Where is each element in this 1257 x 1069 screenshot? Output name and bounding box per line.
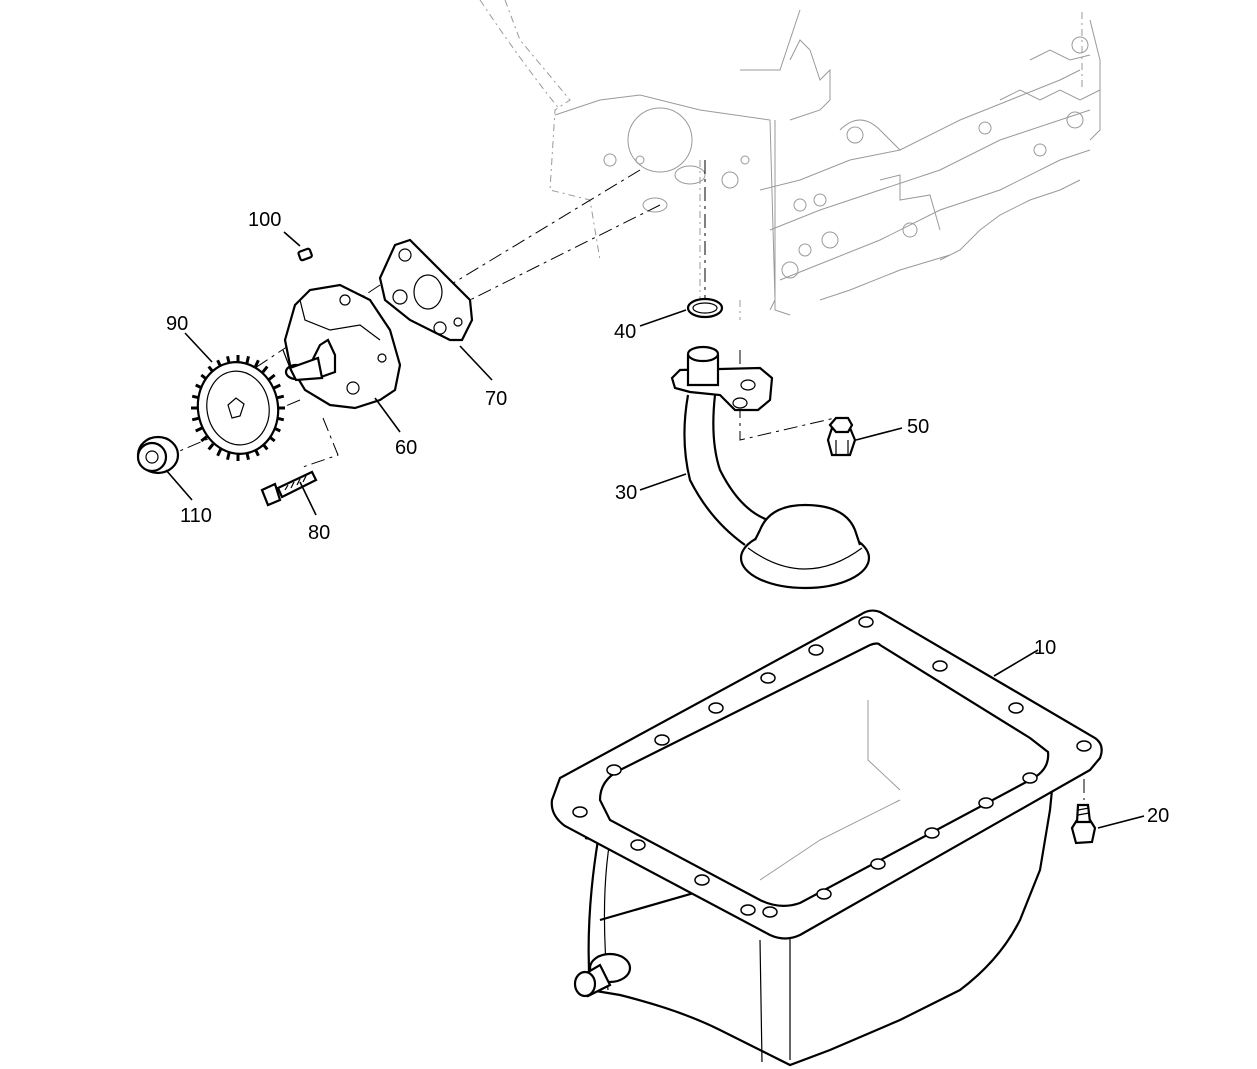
callout-labels: 100 90 70 60 110 80 40 30 50 10 20: [166, 209, 1169, 827]
part-110-nut: [136, 435, 180, 475]
gear-tooth: [268, 373, 276, 381]
oil-pan-bolt-hole: [1076, 740, 1092, 752]
oil-pan-bolt-hole: [572, 806, 588, 818]
oil-pan-bolt-hole: [760, 672, 776, 684]
gear-tooth: [207, 443, 215, 451]
callout-80: 80: [308, 522, 330, 544]
callout-20: 20: [1147, 805, 1169, 827]
gear-tooth: [216, 359, 222, 368]
callout-10: 10: [1034, 637, 1056, 659]
oil-pan-bolt-hole: [816, 888, 832, 900]
oil-pan-bolt-hole: [978, 797, 994, 809]
leader-lines: [165, 231, 1145, 829]
part-20-drain-plug: [1070, 803, 1097, 845]
part-70-gasket: [378, 238, 474, 342]
part-50-nut: [826, 416, 857, 457]
oil-pan-bolt-hole: [762, 906, 778, 918]
oil-pan-bolt-hole: [740, 904, 756, 916]
oil-pan-bolt-hole: [1022, 772, 1038, 784]
part-60-oil-pump: [282, 283, 402, 410]
engine-block-ghost: [479, 0, 1101, 320]
part-30-strainer-pipe: [670, 345, 871, 590]
part-90-gear: [191, 355, 285, 461]
gear-tooth: [254, 359, 260, 368]
gear-tooth: [207, 365, 215, 373]
gear-tooth: [191, 394, 200, 400]
oil-pan-bolt-hole: [870, 858, 886, 870]
oil-pan-bolt-hole: [808, 644, 824, 656]
gear-tooth: [226, 355, 231, 364]
gear-tooth: [191, 416, 200, 422]
gear-tooth: [226, 452, 231, 461]
part-80-bolt: [260, 470, 318, 507]
callout-30: 30: [615, 482, 637, 504]
oil-pan-bolt-hole: [858, 616, 874, 628]
gear-tooth: [195, 426, 203, 433]
oil-pan-bolt-hole: [1008, 702, 1024, 714]
gear-tooth: [268, 435, 276, 443]
gear-tooth: [273, 426, 281, 433]
part-100-key: [297, 247, 313, 262]
oil-pan-bolt-hole: [924, 827, 940, 839]
gear-tooth: [254, 448, 260, 457]
gear-tooth: [261, 365, 269, 373]
gear-tooth: [245, 452, 250, 461]
gear-tooth: [200, 435, 208, 443]
oil-pan-bolt-hole: [694, 874, 710, 886]
gear-tooth: [273, 383, 281, 390]
oil-pan-bolt-hole: [654, 734, 670, 746]
gear-tooth: [200, 373, 208, 381]
part-40-o-ring: [686, 297, 724, 319]
callout-70: 70: [485, 388, 507, 410]
gear-tooth: [261, 443, 269, 451]
oil-pan-bolt-hole: [708, 702, 724, 714]
gear-tooth: [276, 394, 285, 400]
oil-pan-bolt-hole: [606, 764, 622, 776]
part-10-oil-pan: [550, 609, 1103, 1067]
callout-110: 110: [180, 505, 212, 527]
gear-tooth: [276, 416, 285, 422]
oil-pan-bolt-hole: [932, 660, 948, 672]
callout-40: 40: [614, 321, 636, 343]
oil-pan-bolt-hole: [630, 839, 646, 851]
callout-90: 90: [166, 313, 188, 335]
callout-50: 50: [907, 416, 929, 438]
gear-tooth: [195, 383, 203, 390]
callout-100: 100: [248, 209, 281, 231]
gear-tooth: [216, 448, 222, 457]
gear-tooth: [245, 355, 250, 364]
callout-60: 60: [395, 437, 417, 459]
